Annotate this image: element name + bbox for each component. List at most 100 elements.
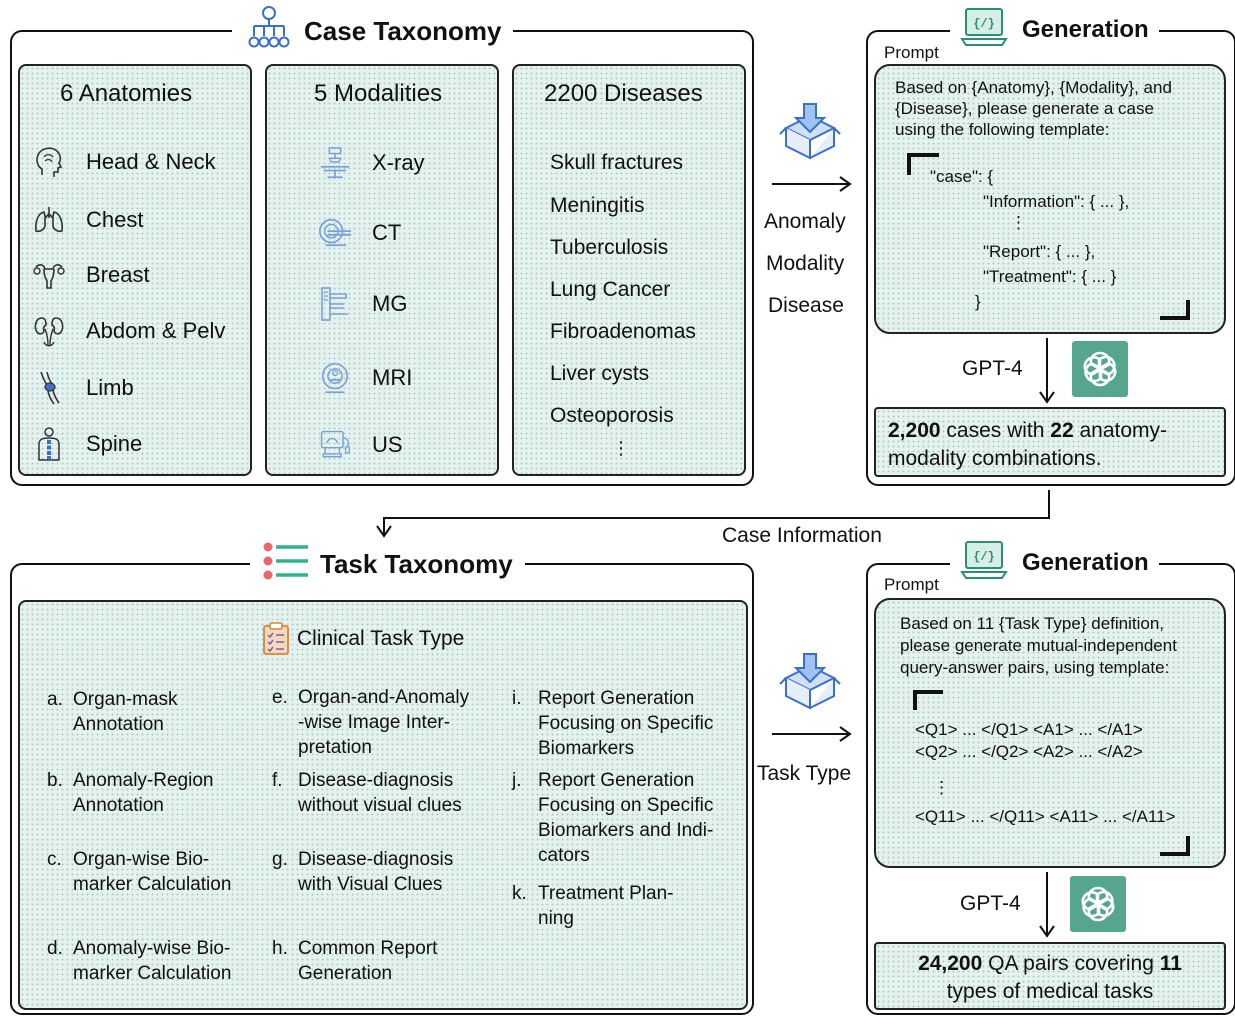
flow-arrow-top	[770, 174, 854, 199]
modality-item-mg: MG	[318, 287, 407, 321]
bracket-close-corner	[1160, 836, 1190, 856]
template-close-brace: }	[975, 292, 981, 311]
result-text: anatomy-	[1073, 419, 1168, 442]
task-text: Common Report Generation	[298, 938, 438, 984]
template-q2: <Q2> ... </Q2> <A2> ... </A2>	[915, 742, 1143, 761]
flow-label-modality: Modality	[766, 252, 845, 275]
prompt-text-line: Based on {Anatomy}, {Modality}, and	[895, 78, 1172, 97]
flow-arrow-bottom	[770, 724, 854, 749]
disease-item: Meningitis	[550, 194, 645, 217]
prompt-text-line: please generate mutual-independent	[900, 636, 1177, 655]
bracket-open-corner	[907, 153, 939, 175]
prompt-label-bottom: Prompt	[881, 575, 942, 595]
anatomy-item-head-neck: Head & Neck	[32, 145, 216, 179]
generation-bottom-label: Generation	[1022, 549, 1149, 576]
anatomy-label: Head & Neck	[86, 149, 216, 174]
task-letter: b.	[47, 770, 63, 791]
prompt-text-line: query-answer pairs, using template:	[900, 658, 1170, 677]
case-taxonomy-title: Case Taxonomy	[232, 4, 514, 59]
connector-arrow	[372, 490, 1054, 545]
prompt-label-top: Prompt	[881, 43, 942, 63]
modality-label: US	[372, 432, 403, 457]
result-text: QA pairs covering	[982, 952, 1160, 975]
connector-label: Case Information	[722, 524, 882, 547]
case-taxonomy-label: Case Taxonomy	[304, 15, 502, 46]
result-count-cases: 2,200	[888, 419, 941, 442]
model-label-bottom: GPT-4	[960, 892, 1021, 915]
template-case-key: "case": {	[930, 167, 994, 186]
task-text: Organ-and-Anomaly -wise Image Inter- pre…	[298, 687, 470, 758]
generation-top-title: {/} Generation	[950, 7, 1159, 52]
modality-item-mri: MRI	[318, 361, 412, 395]
taxonomy-tree-icon	[244, 4, 294, 59]
model-label-top: GPT-4	[962, 357, 1023, 380]
down-arrow-bottom	[1036, 870, 1058, 945]
generation-bottom-title: {/} Generation	[950, 540, 1159, 587]
anatomy-label: Limb	[86, 375, 134, 400]
task-text: Report Generation Focusing on Specific B…	[538, 770, 714, 866]
task-text: Organ-mask Annotation	[73, 689, 178, 735]
task-text: Anomaly-wise Bio- marker Calculation	[73, 938, 232, 984]
template-q11: <Q11> ... </Q11> <A11> ... </A11>	[915, 807, 1176, 826]
disease-item: Skull fractures	[550, 151, 684, 174]
flow-label-disease: Disease	[768, 294, 844, 317]
modality-label: CT	[372, 220, 402, 245]
prompt-box-top	[874, 64, 1226, 334]
template-information: "Information": { ... },	[983, 192, 1130, 211]
disease-item: Liver cysts	[550, 362, 650, 385]
task-letter: a.	[47, 689, 63, 710]
task-letter: c.	[47, 849, 62, 870]
anatomy-label: Spine	[86, 431, 143, 456]
mri-scanner-icon	[318, 361, 352, 395]
task-letter: d.	[47, 938, 63, 959]
openai-logo-icon	[1072, 341, 1128, 397]
task-text: Disease-diagnosis without visual clues	[298, 770, 462, 816]
down-arrow-top	[1036, 336, 1058, 411]
disease-item: Tuberculosis	[550, 236, 669, 259]
ct-scanner-icon	[318, 216, 352, 250]
task-letter: h.	[272, 938, 288, 959]
task-text: Anomaly-Region Annotation	[73, 770, 214, 816]
knee-icon	[32, 371, 66, 405]
result-text: modality combinations.	[888, 447, 1102, 470]
laptop-code-icon: {/}	[960, 540, 1008, 587]
modalities-panel	[265, 64, 499, 476]
head-icon	[32, 145, 66, 179]
task-text: Organ-wise Bio- marker Calculation	[73, 849, 232, 895]
anatomy-label: Breast	[86, 262, 150, 287]
kidneys-icon	[32, 314, 66, 348]
disease-item: Lung Cancer	[550, 278, 671, 301]
diseases-title: 2200 Diseases	[544, 80, 703, 107]
task-subtitle: Clinical Task Type	[297, 627, 465, 650]
ultrasound-icon	[318, 428, 352, 462]
flow-label-task-type: Task Type	[757, 762, 852, 785]
prompt-text-line: using the following template:	[895, 120, 1110, 139]
modality-item-xray: X-ray	[318, 146, 425, 180]
modality-label: MG	[372, 291, 408, 316]
anatomies-panel	[18, 64, 252, 476]
result-box-bottom: 24,200 QA pairs covering 11 types of med…	[874, 942, 1226, 1010]
diseases-panel	[512, 64, 746, 476]
xray-machine-icon	[318, 146, 352, 180]
task-letter: e.	[272, 687, 288, 708]
prompt-text-line: {Disease}, please generate a case	[895, 99, 1154, 118]
lungs-icon	[32, 203, 66, 237]
result-text-bottom: 24,200 QA pairs covering 11 types of med…	[876, 950, 1224, 1006]
anatomy-item-abdom-pelv: Abdom & Pelv	[32, 314, 225, 348]
task-taxonomy-label: Task Taxonomy	[320, 548, 513, 579]
anatomy-label: Chest	[86, 207, 144, 232]
box-download-icon	[778, 102, 842, 165]
template-ellipsis: ⋮	[1010, 213, 1027, 232]
anatomies-title: 6 Anatomies	[60, 80, 193, 107]
bracket-open-corner	[913, 690, 943, 710]
disease-item: Fibroadenomas	[550, 320, 696, 343]
task-panel	[18, 600, 748, 1010]
modalities-title: 5 Modalities	[314, 80, 443, 107]
task-text: Treatment Plan- ning	[538, 883, 674, 929]
uterus-icon	[32, 258, 66, 292]
anatomy-label: Abdom & Pelv	[86, 318, 226, 343]
generation-top-label: Generation	[1022, 16, 1149, 43]
modality-item-ct: CT	[318, 216, 401, 250]
anatomy-item-limb: Limb	[32, 371, 134, 405]
task-letter: i.	[512, 688, 522, 709]
